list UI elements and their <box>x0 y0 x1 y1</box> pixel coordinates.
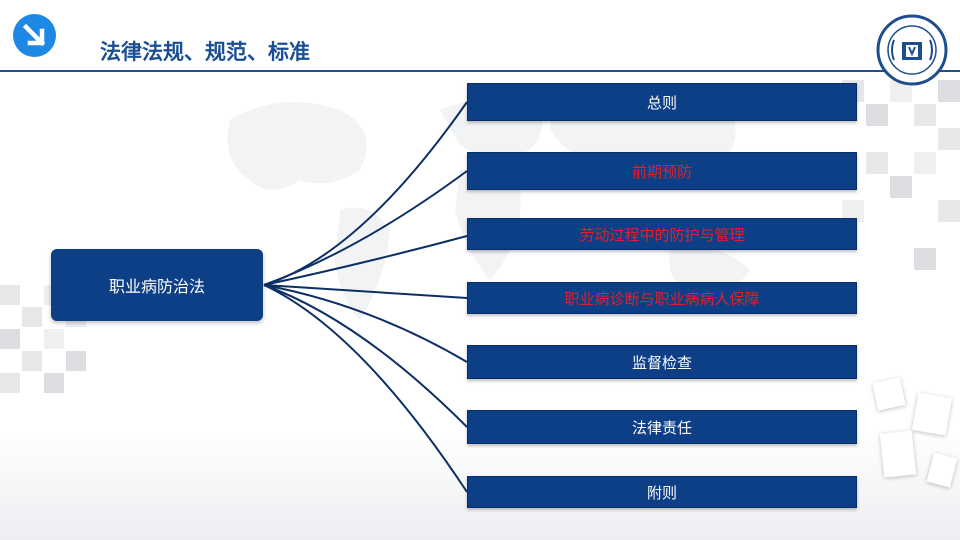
branch-label: 法律责任 <box>631 418 692 437</box>
branch-prevention: 前期预防 <box>467 152 857 190</box>
branch-labor-protection: 劳动过程中的防护与管理 <box>467 218 857 250</box>
connector-line <box>263 284 468 428</box>
branch-general-provisions: 总则 <box>467 83 857 121</box>
branch-diagnosis-guarantee: 职业病诊断与职业病病人保障 <box>467 282 857 314</box>
connector-line <box>263 235 468 286</box>
branch-label: 前期预防 <box>631 162 692 181</box>
health-inspection-logo <box>876 14 948 86</box>
branch-supplementary: 附则 <box>467 476 857 508</box>
page-title: 法律法规、规范、标准 <box>100 40 310 64</box>
connector-line <box>263 284 468 299</box>
connector-line <box>263 170 468 286</box>
branch-label: 监督检查 <box>631 353 692 372</box>
header-divider <box>0 70 960 72</box>
branch-label: 总则 <box>646 93 677 112</box>
branch-label: 劳动过程中的防护与管理 <box>579 225 745 244</box>
branch-supervision: 监督检查 <box>467 345 857 379</box>
root-node-label: 职业病防治法 <box>108 277 205 296</box>
branch-label: 职业病诊断与职业病病人保障 <box>564 289 760 308</box>
branch-label: 附则 <box>646 483 677 502</box>
connector-line <box>263 284 468 493</box>
branch-legal-liability: 法律责任 <box>467 410 857 444</box>
arrow-down-right-icon <box>13 14 56 57</box>
root-node: 职业病防治法 <box>51 249 263 321</box>
connector-line <box>263 284 468 363</box>
